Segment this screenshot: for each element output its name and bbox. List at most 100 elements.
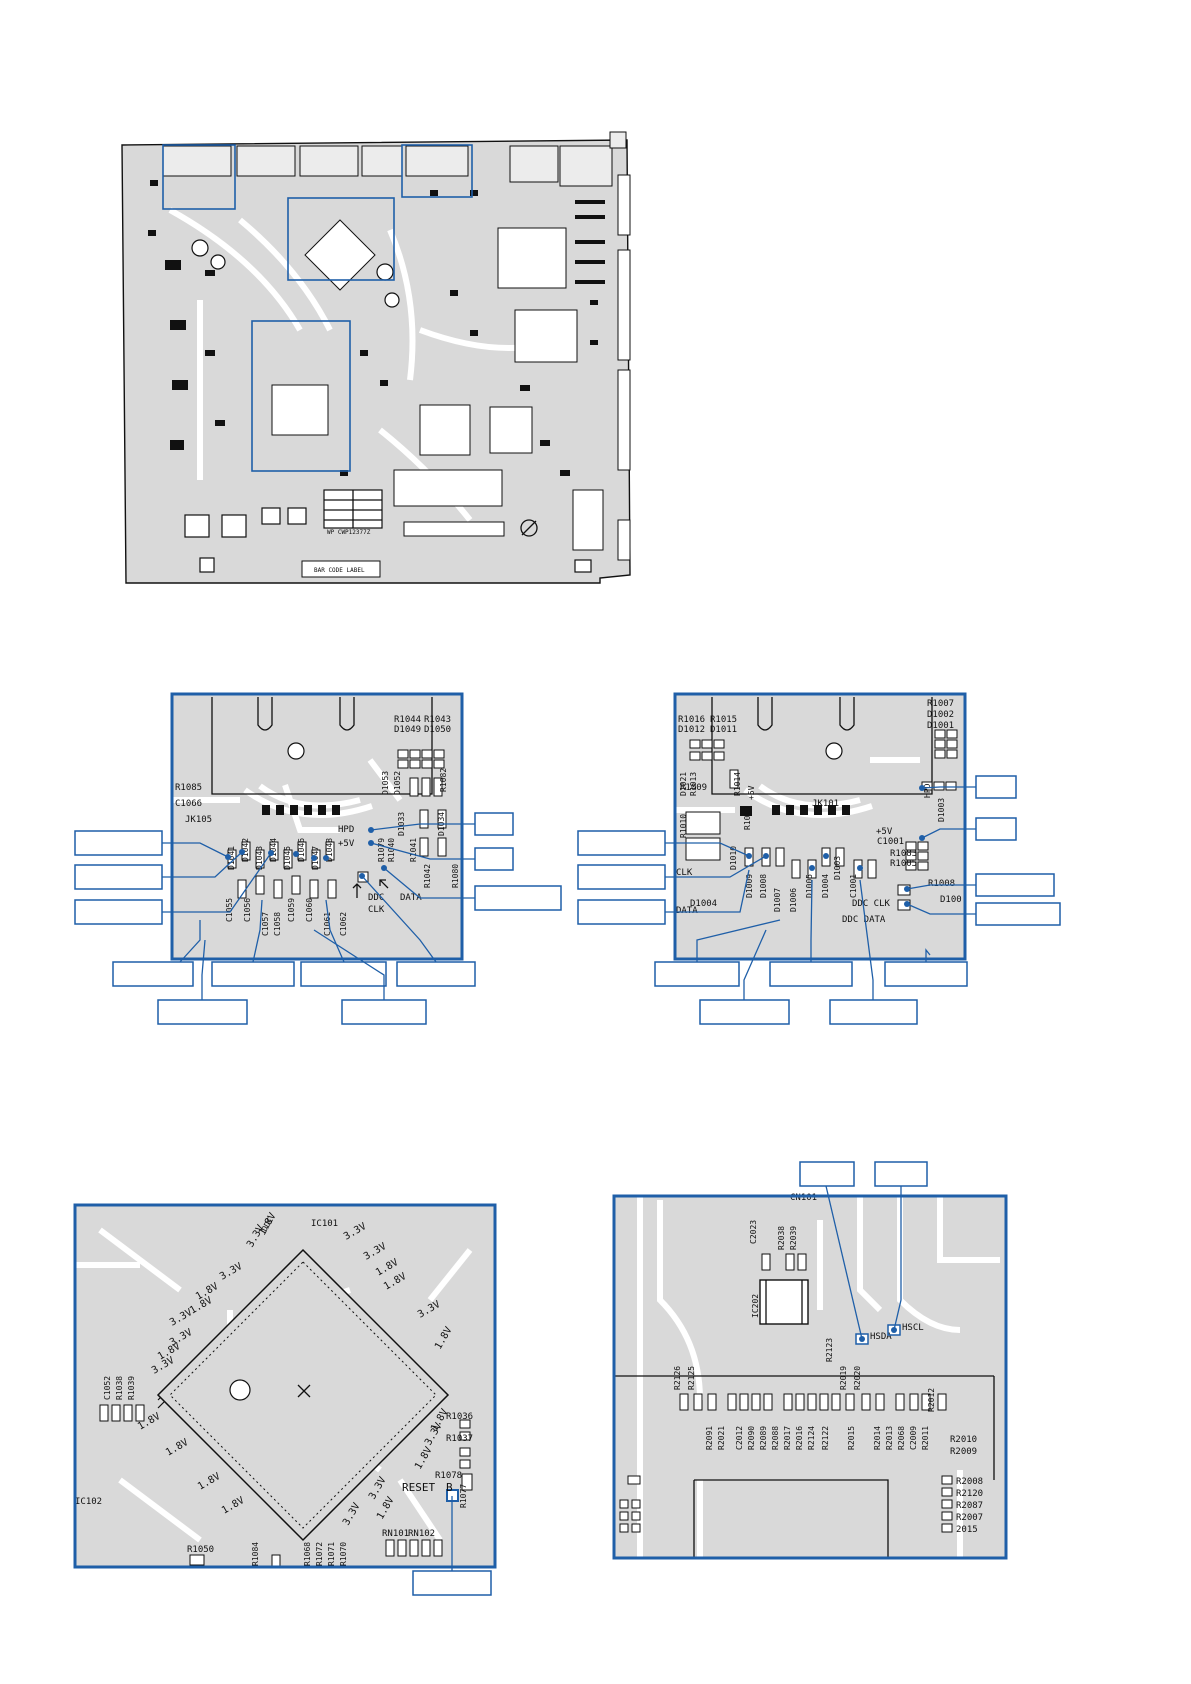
- ref-label: R2015: [847, 1426, 856, 1450]
- ref-label: R1039: [127, 1376, 136, 1400]
- ref-label: R2068: [897, 1426, 906, 1450]
- connector-label: JK101: [812, 799, 839, 809]
- ref-label: R2011: [921, 1426, 930, 1450]
- ref-label: D1049: [394, 725, 421, 735]
- ref-label: D1008: [759, 874, 768, 898]
- ref-label: R2120: [956, 1489, 983, 1499]
- ref-label: R2038: [777, 1226, 786, 1250]
- ref-label: R1083: [890, 849, 917, 859]
- ref-label: D1010: [729, 846, 738, 870]
- ref-label: D1053: [381, 771, 390, 795]
- ref-label: R2008: [956, 1477, 983, 1487]
- ref-label: C1001: [849, 874, 858, 898]
- ref-label: D1012: [678, 725, 705, 735]
- ref-label: R1085: [175, 783, 202, 793]
- ref-label: C1061: [323, 912, 332, 936]
- ref-label: R2090: [747, 1426, 756, 1450]
- ref-label: C1052: [103, 1376, 112, 1400]
- ref-label: D1004: [690, 899, 717, 909]
- ref-label: R1043: [424, 715, 451, 725]
- ref-label: D1044: [269, 838, 278, 862]
- ref-label: C1056: [243, 898, 252, 922]
- ref-label: D1052: [393, 771, 402, 795]
- ref-label: R2013: [885, 1426, 894, 1450]
- ref-label: R2012: [927, 1388, 936, 1412]
- ref-label: D1009: [745, 874, 754, 898]
- ref-label: R2021: [717, 1426, 726, 1450]
- ref-label: R2087: [956, 1501, 983, 1511]
- ref-label: R1072: [315, 1542, 324, 1566]
- signal-clk-left: CLK: [676, 868, 693, 878]
- ref-label: D100: [940, 895, 962, 905]
- ref-label: R2123: [825, 1338, 834, 1362]
- ref-label: R2089: [759, 1426, 768, 1450]
- ref-label: D1004: [821, 874, 830, 898]
- ref-label: 2015: [956, 1525, 978, 1535]
- ref-label: R2124: [807, 1426, 816, 1450]
- ref-label: R1013: [689, 772, 698, 796]
- ref-label: D1042: [241, 838, 250, 862]
- overview-highlight-boxes: [162, 144, 473, 472]
- jk105-callouts: [74, 812, 562, 1025]
- ref-label: D1003: [833, 856, 842, 880]
- ref-label: C1059: [287, 898, 296, 922]
- ref-label: C1001: [877, 837, 904, 847]
- ref-label: D1050: [424, 725, 451, 735]
- ref-label: D1046: [297, 838, 306, 862]
- ref-label: D1021: [679, 772, 688, 796]
- ref-label: R2009: [950, 1447, 977, 1457]
- ref-label: R2125: [687, 1366, 696, 1390]
- ref-label: R1071: [327, 1542, 336, 1566]
- connector-label: CN101: [790, 1193, 817, 1203]
- ref-label: R1014: [733, 772, 742, 796]
- ref-label: R2122: [821, 1426, 830, 1450]
- ref-label: D1041: [227, 846, 236, 870]
- ref-label: R1068: [303, 1542, 312, 1566]
- ref-label: IC102: [75, 1497, 102, 1507]
- hscl-callout: [874, 1161, 928, 1187]
- ref-label: R1041: [409, 838, 418, 862]
- ref-label: R2091: [705, 1426, 714, 1450]
- signal-ddc-data: DDC DATA: [842, 915, 886, 925]
- detail-ic101: IC101 R1036 R1037 R1078 R1050 RN101 RN10…: [73, 1203, 497, 1596]
- ref-label: D1048: [325, 838, 334, 862]
- ref-label: R1011: [743, 806, 752, 830]
- ref-label: R1037: [446, 1434, 473, 1444]
- ref-label: R2039: [789, 1226, 798, 1250]
- signal-5v-b: +5V: [747, 785, 756, 800]
- ref-label: C1066: [175, 799, 202, 809]
- signal-ddc-clk: DDC CLK: [852, 899, 891, 909]
- ref-label: R2016: [795, 1426, 804, 1450]
- ref-label: R1044: [394, 715, 421, 725]
- ref-label: C1055: [225, 898, 234, 922]
- ref-label: D1011: [710, 725, 737, 735]
- barcode-label-text: BAR CODE LABEL: [314, 567, 365, 574]
- ref-label: C1058: [273, 912, 282, 936]
- ref-label: R1070: [339, 1542, 348, 1566]
- ref-label: R2126: [673, 1366, 682, 1390]
- signal-hpd: HPD: [338, 825, 354, 835]
- ref-label: R1082: [439, 768, 448, 792]
- signal-clk: CLK: [368, 905, 385, 915]
- signal-5v: +5V: [338, 839, 355, 849]
- board-overview: BAR CODE LABEL WP CWP12377Z: [121, 131, 631, 584]
- ref-label: R1050: [187, 1545, 214, 1555]
- ref-label: D1006: [789, 888, 798, 912]
- ref-label: R1016: [678, 715, 705, 725]
- signal-b: B: [446, 1481, 453, 1494]
- ref-label: D1045: [283, 846, 292, 870]
- ref-label: R2010: [950, 1435, 977, 1445]
- detail-cn101: CN101 HSDA HSCL R2010 R2009 R2008 R2120 …: [612, 1161, 1008, 1560]
- ref-label: R2014: [873, 1426, 882, 1450]
- signal-hscl: HSCL: [902, 1323, 924, 1333]
- ref-label: C1062: [339, 912, 348, 936]
- ref-label: R2088: [771, 1426, 780, 1450]
- signal-ddc-1: DDC: [368, 893, 384, 903]
- signal-hdsa: HSDA: [870, 1332, 892, 1342]
- ref-label: C2023: [749, 1220, 758, 1244]
- ref-label: R1078: [435, 1471, 462, 1481]
- ic-label: IC202: [751, 1294, 760, 1318]
- ref-label: R1036: [446, 1412, 473, 1422]
- ref-label: C1057: [261, 912, 270, 936]
- ref-label: C2009: [909, 1426, 918, 1450]
